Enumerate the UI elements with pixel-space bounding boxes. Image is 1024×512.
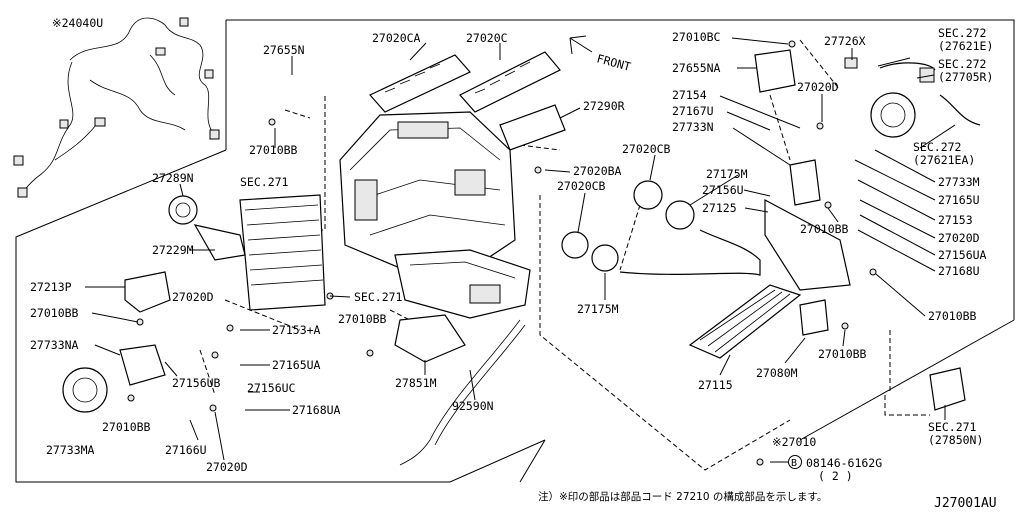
leader-lines: [85, 37, 956, 463]
label-27733ma: 27733MA: [46, 443, 95, 457]
label-27020cb: 27020CB: [557, 179, 606, 193]
label-27733na: 27733NA: [30, 338, 79, 352]
label-27125: 27125: [702, 201, 737, 215]
label-27175m: 27175M: [577, 302, 619, 316]
label-27020d: 27020D: [938, 231, 980, 245]
label-27175m: 27175M: [706, 167, 748, 181]
label-sec272: SEC.272: [938, 57, 986, 71]
bolt-symbol-letter: B: [791, 458, 797, 469]
diagram-code: J27001AU: [934, 496, 997, 511]
filter-pieces: [369, 51, 566, 151]
evaporator: [394, 180, 802, 466]
label-27167u: 27167U: [672, 104, 714, 118]
label-27229m: 27229M: [152, 243, 194, 257]
label-27153: 27153: [938, 213, 973, 227]
label-27020d: 27020D: [206, 460, 248, 474]
label-27726x: 27726X: [824, 34, 866, 48]
label-27020ca: 27020CA: [372, 31, 421, 45]
label-bolt-code: 08146-6162G: [806, 456, 882, 470]
label-27115: 27115: [698, 378, 733, 392]
label-sec272: SEC.272: [938, 26, 986, 40]
label-27010bc: 27010BC: [672, 30, 721, 44]
label-92590n: 92590N: [452, 399, 494, 413]
assembly-frame: [15, 19, 1015, 483]
label-sec271: SEC.271: [928, 420, 977, 434]
label-27733m: 27733M: [938, 175, 980, 189]
label-27154: 27154: [672, 88, 707, 102]
label-27010bb: 27010BB: [30, 306, 79, 320]
label-27655na: 27655NA: [672, 61, 721, 75]
blower-assembly: [62, 194, 326, 413]
label-27156u: 27156U: [702, 183, 744, 197]
label-27010bb: 27010BB: [800, 222, 849, 236]
label-27165u: 27165U: [938, 193, 980, 207]
label-27851m: 27851M: [395, 376, 437, 390]
label-24040u: ※24040U: [52, 16, 103, 30]
label-27010bb: 27010BB: [338, 312, 387, 326]
label-bolt-qty: ( 2 ): [818, 469, 853, 483]
label-27290r: 27290R: [583, 99, 625, 113]
dashed-leaders: [199, 39, 930, 471]
label-27010bb: 27010BB: [818, 347, 867, 361]
label-27168u: 27168U: [938, 264, 980, 278]
label-27020cb: 27020CB: [622, 142, 671, 156]
label-sec272-ref: (27621E): [938, 39, 993, 53]
footnote: 注）※印の部品は部品コード 27210 の構成部品を示します。: [538, 490, 827, 503]
label-27020d: 27020D: [172, 290, 214, 304]
label-27733n: 27733N: [672, 120, 714, 134]
label-27289n: 27289N: [152, 171, 194, 185]
label-27655n: 27655N: [263, 43, 305, 57]
label-27080m: 27080M: [756, 366, 798, 380]
part-labels: ※24040U 27655N 27010BB 27020CA 27020C 27…: [30, 16, 993, 483]
label-sec272: SEC.272: [913, 140, 961, 154]
bolts: [127, 40, 877, 466]
label-sec271-ref: (27850N): [928, 433, 983, 447]
label-27156uc: 27156UC: [247, 381, 296, 395]
label-27020c: 27020C: [466, 31, 508, 45]
label-27020d: 27020D: [797, 80, 839, 94]
label-27156ub: 27156UB: [172, 376, 221, 390]
actuators-right: [754, 49, 981, 411]
label-27010bb: 27010BB: [249, 143, 298, 157]
label-27165ua: 27165UA: [272, 358, 321, 372]
label-sec272-ref: (27705R): [938, 70, 993, 84]
label-27168ua: 27168UA: [292, 403, 341, 417]
label-27166u: 27166U: [165, 443, 207, 457]
label-sec271: SEC.271: [354, 290, 403, 304]
label-sec271: SEC.271: [240, 175, 289, 189]
front-arrow: FRONT: [569, 35, 632, 74]
label-27153a: 27153+A: [272, 323, 321, 337]
label-27010: ※27010: [772, 435, 816, 449]
label-27010bb: 27010BB: [928, 309, 977, 323]
label-27010bb: 27010BB: [102, 420, 151, 434]
label-27020ba: 27020BA: [573, 164, 622, 178]
wiring-harness: [13, 17, 220, 198]
heater-case: [339, 111, 531, 319]
label-27156ua: 27156UA: [938, 248, 987, 262]
label-sec272-ref: (27621EA): [913, 153, 975, 167]
label-27213p: 27213P: [30, 280, 72, 294]
front-label: FRONT: [595, 51, 632, 74]
bolt-symbol: [788, 455, 802, 469]
